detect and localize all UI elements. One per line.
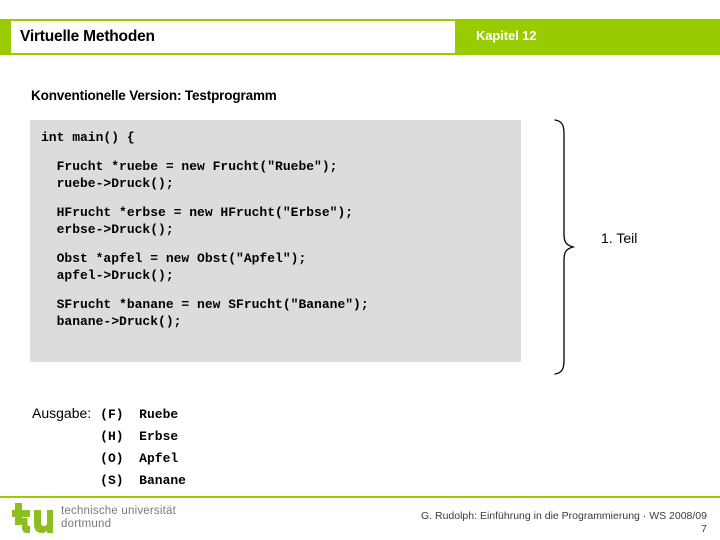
footer-credit: G. Rudolph: Einführung in die Programmie… <box>421 510 707 522</box>
code-group: Obst *apfel = new Obst("Apfel"); apfel->… <box>41 250 521 284</box>
code-line: SFrucht *banane = new SFrucht("Banane"); <box>41 297 369 312</box>
output-line: (O) Apfel <box>100 451 179 466</box>
code-group: SFrucht *banane = new SFrucht("Banane");… <box>41 296 521 330</box>
logo-line-1: technische universität <box>61 505 176 517</box>
slide-subtitle: Konventionelle Version: Testprogramm <box>31 88 277 103</box>
code-block: int main() { Frucht *ruebe = new Frucht(… <box>30 120 521 362</box>
output-section: Ausgabe: (F) Ruebe (H) Erbse (O) Apfel (S) … <box>32 404 186 492</box>
logo-wordmark: technische universität dortmund <box>61 505 176 531</box>
code-line: int main() { <box>41 130 135 145</box>
output-lines: (F) Ruebe (H) Erbse (O) Apfel (S) Banane <box>100 404 186 492</box>
page-title: Virtuelle Methoden <box>20 28 155 45</box>
code-line: apfel->Druck(); <box>41 268 174 283</box>
annotation-label: 1. Teil <box>601 230 638 246</box>
code-line: Obst *apfel = new Obst("Apfel"); <box>41 251 307 266</box>
chapter-label: Kapitel 12 <box>476 28 537 43</box>
code-group: int main() { <box>41 129 521 146</box>
logo-line-2: dortmund <box>61 518 112 530</box>
code-group: HFrucht *erbse = new HFrucht("Erbse"); e… <box>41 204 521 238</box>
code-line: erbse->Druck(); <box>41 222 174 237</box>
code-line: HFrucht *erbse = new HFrucht("Erbse"); <box>41 205 354 220</box>
output-line: (F) Ruebe <box>100 407 179 422</box>
code-line: ruebe->Druck(); <box>41 176 174 191</box>
page-number: 7 <box>701 523 707 535</box>
code-group: Frucht *ruebe = new Frucht("Ruebe"); rue… <box>41 158 521 192</box>
code-line: Frucht *ruebe = new Frucht("Ruebe"); <box>41 159 338 174</box>
code-line: banane->Druck(); <box>41 314 182 329</box>
slide-title-box: Virtuelle Methoden <box>11 21 455 53</box>
output-label: Ausgabe: <box>32 405 92 421</box>
output-line: (H) Erbse <box>100 429 179 444</box>
output-line: (S) Banane <box>100 473 186 488</box>
tu-logo-icon <box>12 503 53 533</box>
brace-bracket <box>549 118 575 376</box>
tu-dortmund-logo: technische universität dortmund <box>12 503 176 533</box>
footer-divider <box>0 496 720 498</box>
